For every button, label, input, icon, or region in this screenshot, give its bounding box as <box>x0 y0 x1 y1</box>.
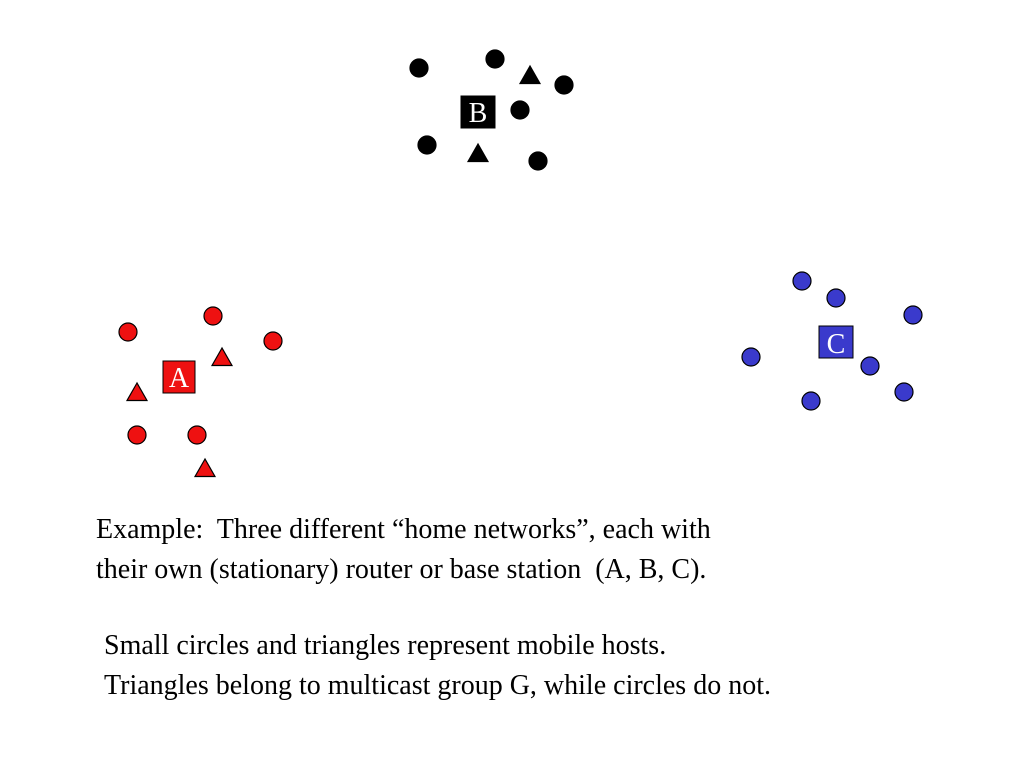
host-circle-c-7 <box>801 391 821 411</box>
host-circle-c-4 <box>741 347 761 367</box>
host-circle-b-5 <box>510 100 530 120</box>
host-circle-c-1 <box>792 271 812 291</box>
legend-caption-line-2: Triangles belong to multicast group G, w… <box>104 670 771 701</box>
host-triangle-a-5 <box>125 381 149 402</box>
host-circle-c-5 <box>860 356 880 376</box>
host-circle-b-2 <box>485 49 505 69</box>
example-caption-line-1: Example: Three different “home networks”… <box>96 514 711 545</box>
router-c-box <box>818 325 854 359</box>
example-caption: Example: Three different “home networks”… <box>96 510 916 590</box>
host-triangle-a-8 <box>193 457 217 478</box>
network-a: A <box>118 306 283 478</box>
router-a-label: A <box>169 363 190 394</box>
host-circle-b-1 <box>409 58 429 78</box>
host-triangle-b-3 <box>518 64 542 85</box>
host-circle-c-3 <box>903 305 923 325</box>
host-circle-a-1 <box>118 322 138 342</box>
home-networks-diagram: A B C <box>118 49 923 478</box>
host-circle-a-7 <box>187 425 207 445</box>
host-circle-b-4 <box>554 75 574 95</box>
router-b-box <box>460 95 496 129</box>
host-triangle-a-4 <box>210 346 234 367</box>
host-triangle-b-7 <box>466 142 490 163</box>
host-circle-b-6 <box>417 135 437 155</box>
legend-caption-line-1: Small circles and triangles represent mo… <box>104 630 667 661</box>
example-caption-line-2: their own (stationary) router or base st… <box>96 554 707 585</box>
legend-caption: Small circles and triangles represent mo… <box>104 626 964 706</box>
router-b-label: B <box>469 98 488 129</box>
host-circle-b-8 <box>528 151 548 171</box>
network-b: B <box>409 49 574 171</box>
network-c: C <box>741 271 923 411</box>
host-circle-c-6 <box>894 382 914 402</box>
host-circle-a-2 <box>203 306 223 326</box>
host-circle-a-6 <box>127 425 147 445</box>
host-circle-a-3 <box>263 331 283 351</box>
host-circle-c-2 <box>826 288 846 308</box>
router-c-label: C <box>827 329 846 360</box>
router-a-box <box>162 360 196 394</box>
